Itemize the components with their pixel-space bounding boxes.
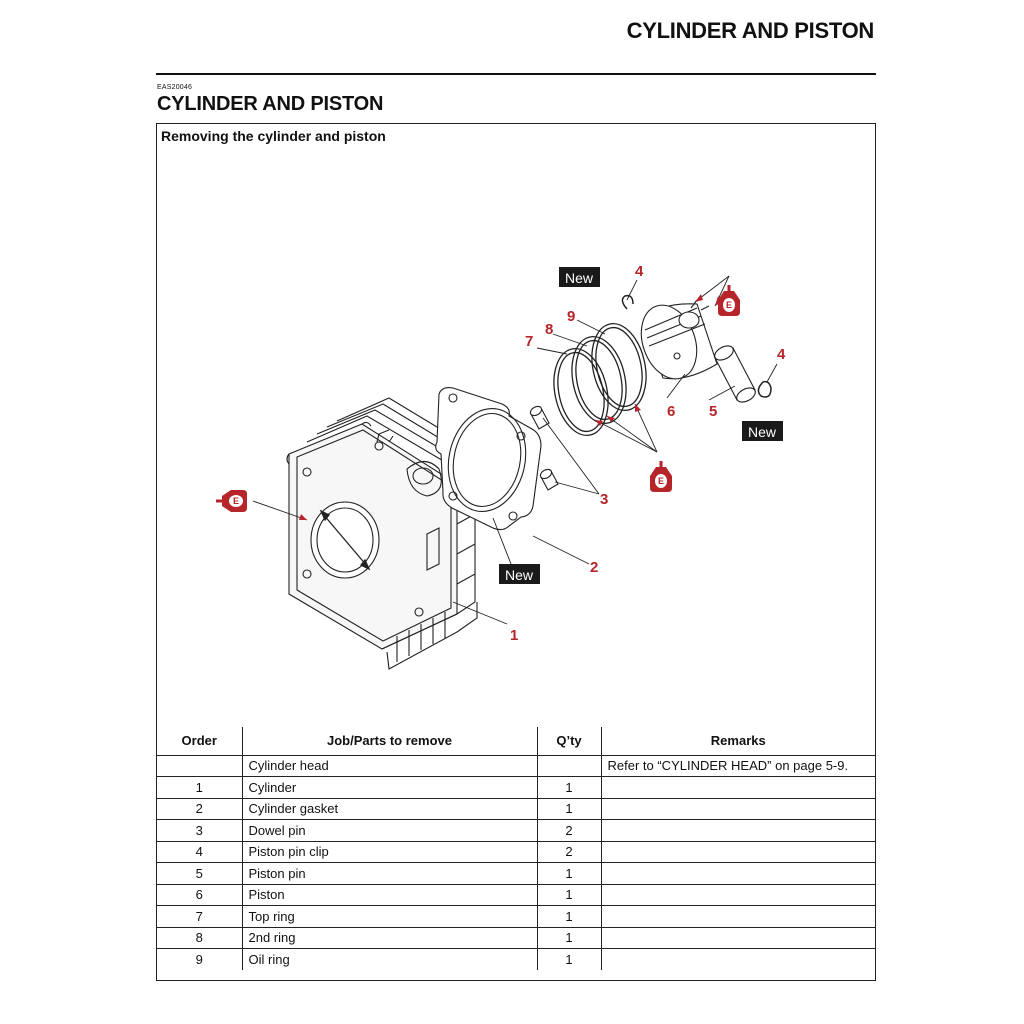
cell-remarks — [600, 776, 875, 799]
cell-job: Piston pin — [241, 862, 538, 885]
cell-order: 7 — [157, 905, 243, 928]
cell-qty: 2 — [536, 819, 602, 842]
box-heading: Removing the cylinder and piston — [161, 128, 386, 144]
engine-oil-icon-bore: E — [216, 490, 247, 512]
cell-remarks — [600, 797, 875, 820]
callout-6: 6 — [667, 403, 675, 420]
cell-order: 4 — [157, 840, 243, 863]
svg-text:New: New — [505, 567, 534, 583]
cell-remarks: Refer to “CYLINDER HEAD” on page 5-9. — [600, 754, 875, 777]
header-job: Job/Parts to remove — [241, 727, 538, 756]
parts-table: Order Job/Parts to remove Q’ty Remarks C… — [157, 727, 875, 970]
svg-text:E: E — [726, 300, 732, 310]
cell-order: 2 — [157, 797, 243, 820]
svg-text:E: E — [233, 496, 239, 506]
cell-remarks — [600, 926, 875, 949]
callout-3: 3 — [600, 491, 608, 508]
svg-text:E: E — [658, 476, 664, 486]
table-row: 1 Cylinder 1 — [157, 776, 875, 799]
cell-qty: 2 — [536, 840, 602, 863]
leader-lines — [252, 275, 778, 625]
header-remarks: Remarks — [600, 727, 875, 756]
cell-job: Cylinder head — [241, 754, 538, 777]
callout-numbers: 4 9 8 7 4 6 5 3 2 1 — [510, 263, 786, 644]
cell-order: 3 — [157, 819, 243, 842]
section-title: CYLINDER AND PISTON — [157, 93, 384, 115]
engine-oil-icon-top: E — [718, 285, 740, 316]
svg-text:New: New — [748, 424, 777, 440]
new-label-2: New — [742, 421, 783, 441]
table-row: 9 Oil ring 1 — [157, 948, 875, 970]
piston-rings-drawing — [553, 322, 647, 437]
cell-remarks — [600, 883, 875, 906]
content-box: Removing the cylinder and piston — [156, 123, 876, 981]
table-row: 8 2nd ring 1 — [157, 926, 875, 949]
header-order: Order — [157, 727, 243, 756]
exploded-diagram: New New New E E E — [216, 263, 786, 670]
callout-8: 8 — [545, 321, 553, 338]
piston-pin-clips-drawing — [621, 294, 772, 398]
cell-job: Dowel pin — [241, 819, 538, 842]
callout-5: 5 — [709, 403, 717, 420]
section-code: EAS20046 — [157, 84, 193, 91]
cell-order: 6 — [157, 883, 243, 906]
cell-job: Oil ring — [241, 948, 538, 970]
table-header-row: Order Job/Parts to remove Q’ty Remarks — [157, 727, 875, 756]
cell-order: 5 — [157, 862, 243, 885]
new-label-3: New — [499, 564, 540, 584]
new-label-1: New — [559, 267, 600, 287]
table-row: 4 Piston pin clip 2 — [157, 840, 875, 863]
cell-job: Cylinder gasket — [241, 797, 538, 820]
header-qty: Q’ty — [536, 727, 602, 756]
cell-order — [157, 754, 243, 777]
cell-remarks — [600, 840, 875, 863]
header-rule — [156, 73, 876, 75]
cell-order: 1 — [157, 776, 243, 799]
cell-order: 8 — [157, 926, 243, 949]
cell-qty: 1 — [536, 948, 602, 970]
table-row: 2 Cylinder gasket 1 — [157, 797, 875, 820]
callout-4-clip: 4 — [635, 263, 644, 280]
callout-1: 1 — [510, 627, 518, 644]
table-row: 6 Piston 1 — [157, 883, 875, 906]
cell-job: Piston — [241, 883, 538, 906]
cell-job: Cylinder — [241, 776, 538, 799]
cell-qty: 1 — [536, 926, 602, 949]
page-header-title: CYLINDER AND PISTON — [626, 18, 875, 43]
svg-text:New: New — [565, 270, 594, 286]
cell-remarks — [600, 905, 875, 928]
cell-order: 9 — [157, 948, 243, 970]
cell-job: 2nd ring — [241, 926, 538, 949]
piston-pin-drawing — [714, 345, 756, 403]
table-row: 7 Top ring 1 — [157, 905, 875, 928]
table-row: Cylinder head Refer to “CYLINDER HEAD” o… — [157, 754, 875, 777]
cell-qty: 1 — [536, 776, 602, 799]
callout-2: 2 — [590, 559, 598, 576]
cell-remarks — [600, 862, 875, 885]
bore-arrow — [319, 509, 371, 571]
callout-9: 9 — [567, 308, 575, 325]
cell-remarks — [600, 948, 875, 970]
callout-4-clip-right: 4 — [777, 346, 786, 363]
dowel-pins-drawing — [529, 405, 559, 491]
table-row: 3 Dowel pin 2 — [157, 819, 875, 842]
engine-oil-icon-rings: E — [650, 461, 672, 492]
callout-7: 7 — [525, 333, 533, 350]
cell-remarks — [600, 819, 875, 842]
cell-qty: 1 — [536, 905, 602, 928]
leader-arrowheads — [299, 294, 722, 520]
piston-drawing — [640, 299, 718, 380]
table-row: 5 Piston pin 1 — [157, 862, 875, 885]
cell-job: Top ring — [241, 905, 538, 928]
cell-job: Piston pin clip — [241, 840, 538, 863]
cell-qty — [536, 754, 602, 777]
cell-qty: 1 — [536, 797, 602, 820]
cylinder-gasket-drawing — [435, 387, 542, 531]
cell-qty: 1 — [536, 862, 602, 885]
cell-qty: 1 — [536, 883, 602, 906]
